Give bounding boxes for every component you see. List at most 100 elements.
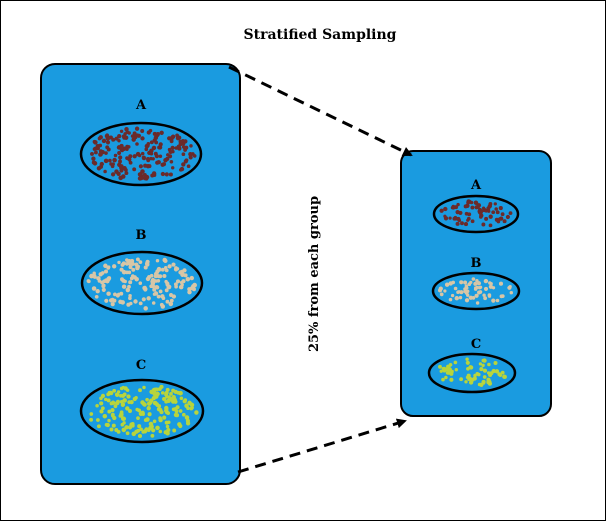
population-group-a-dot — [138, 164, 143, 169]
population-group-c-dot — [116, 429, 121, 434]
sample-group-c-dot — [442, 366, 446, 371]
population-group-a — [79, 121, 203, 187]
population-group-c-dot — [89, 417, 94, 422]
population-group-c-dot — [154, 387, 158, 391]
sample-group-b-dot — [473, 287, 478, 291]
population-group-b-dot — [192, 282, 197, 288]
sample-group-a-dot — [488, 223, 493, 228]
population-group-c-dot — [165, 387, 170, 392]
sample-group-b-dot — [464, 290, 469, 295]
sample-group-a-dot — [463, 204, 468, 209]
population-group-a-dot — [103, 158, 109, 164]
population-group-b-dot — [104, 298, 109, 303]
population-group-c-dot — [183, 398, 188, 402]
top-dashed-arrow — [228, 65, 413, 157]
population-group-c-dot — [172, 397, 177, 403]
population-group-c-dot — [185, 421, 191, 426]
sample-group-a-dot — [452, 216, 457, 221]
sample-group-c-dot — [486, 371, 491, 375]
population-group-a-dot — [121, 134, 126, 139]
sample-group-c-dot — [495, 369, 499, 374]
sample-group-b-dot — [500, 294, 505, 298]
population-group-c-dot — [107, 409, 112, 414]
population-group-c-dot — [99, 401, 104, 406]
population-group-a-dot — [121, 174, 126, 179]
population-group-c-dot — [155, 425, 160, 431]
population-group-a-dot — [144, 147, 149, 152]
population-group-c-dot — [111, 423, 116, 428]
population-group-c-dot — [163, 430, 168, 435]
population-group-a-dot — [188, 155, 193, 160]
sample-group-a-dots — [439, 199, 513, 228]
population-group-c-dot — [142, 402, 147, 407]
population-group-c-dot — [107, 418, 111, 423]
population-group-c-dot — [147, 412, 152, 417]
population-group-a-dot — [117, 138, 121, 143]
population-group-b-dot — [117, 292, 121, 297]
population-group-a-dot — [179, 166, 185, 172]
population-group-a-dot — [146, 142, 151, 146]
population-group-a-dot — [146, 157, 150, 161]
population-group-c-dot — [135, 407, 139, 412]
diagram-title: Stratified Sampling — [244, 27, 397, 43]
population-group-c-dot — [173, 407, 178, 411]
population-group-c-label: C — [136, 358, 146, 373]
sample-group-c-dot — [459, 377, 464, 382]
population-group-b-dot — [94, 294, 99, 299]
population-group-a-dot — [140, 136, 145, 141]
population-group-a-dot — [93, 150, 98, 155]
population-group-a-dot — [90, 151, 94, 156]
sample-group-b-dot — [439, 292, 444, 297]
sample-group-c-dot — [481, 380, 486, 385]
population-group-b — [80, 250, 204, 316]
sample-group-a-dot — [505, 214, 510, 220]
population-group-b-dot — [121, 284, 127, 289]
sample-group-c-dot — [481, 363, 485, 368]
sample-group-c-dot — [498, 373, 503, 378]
population-group-a-dot — [128, 160, 133, 165]
population-group-c-dot — [164, 399, 169, 404]
population-group-b-dot — [164, 279, 168, 284]
population-group-b-dot — [154, 285, 159, 290]
population-group-b-dot — [129, 276, 134, 281]
sample-group-c-dot — [487, 362, 491, 367]
population-group-c-dot — [158, 429, 163, 434]
bottom-dashed-arrow — [237, 418, 407, 474]
population-group-b-dot — [117, 260, 121, 265]
population-group-b-dot — [138, 260, 143, 264]
population-group-b-dot — [86, 279, 91, 283]
population-group-c-dot — [173, 412, 179, 418]
sample-group-b-dot — [469, 280, 473, 285]
population-group-a-dot — [91, 160, 96, 165]
population-group-c-dot — [108, 390, 114, 396]
population-group-c-dot — [139, 427, 143, 432]
population-group-c-dot — [148, 400, 153, 405]
population-group-c-dot — [114, 392, 119, 397]
sample-group-a-dot — [491, 210, 496, 215]
population-group-b-dot — [128, 296, 132, 301]
sample-group-b-dot — [456, 290, 460, 294]
population-group-a-dot — [163, 157, 168, 163]
population-group-c-dot — [178, 390, 183, 396]
sample-group-a-dot — [502, 219, 507, 224]
population-group-a-dot — [159, 130, 164, 135]
population-group-b-dot — [156, 278, 161, 283]
population-group-a-dot — [155, 132, 160, 137]
sample-group-b-dot — [463, 287, 467, 291]
population-group-b-dot — [131, 267, 136, 272]
sample-group-a-dot — [498, 217, 502, 221]
sample-group-b-dot — [475, 278, 479, 283]
population-group-a-dot — [168, 172, 173, 177]
population-group-c-dot — [178, 409, 183, 413]
population-group-c-dot — [122, 392, 127, 397]
sample-group-b-dot — [509, 290, 514, 295]
population-group-a-dot — [181, 162, 186, 167]
population-group-a-dot — [132, 167, 137, 172]
sample-group-a-dot — [474, 201, 479, 206]
population-group-a-dot — [161, 162, 167, 167]
population-group-c-dot — [178, 423, 183, 429]
population-group-b-dot — [189, 275, 194, 281]
sample-group-c-dot — [478, 362, 483, 366]
population-group-b-dot — [151, 301, 156, 305]
sample-group-a-dot — [463, 222, 469, 227]
